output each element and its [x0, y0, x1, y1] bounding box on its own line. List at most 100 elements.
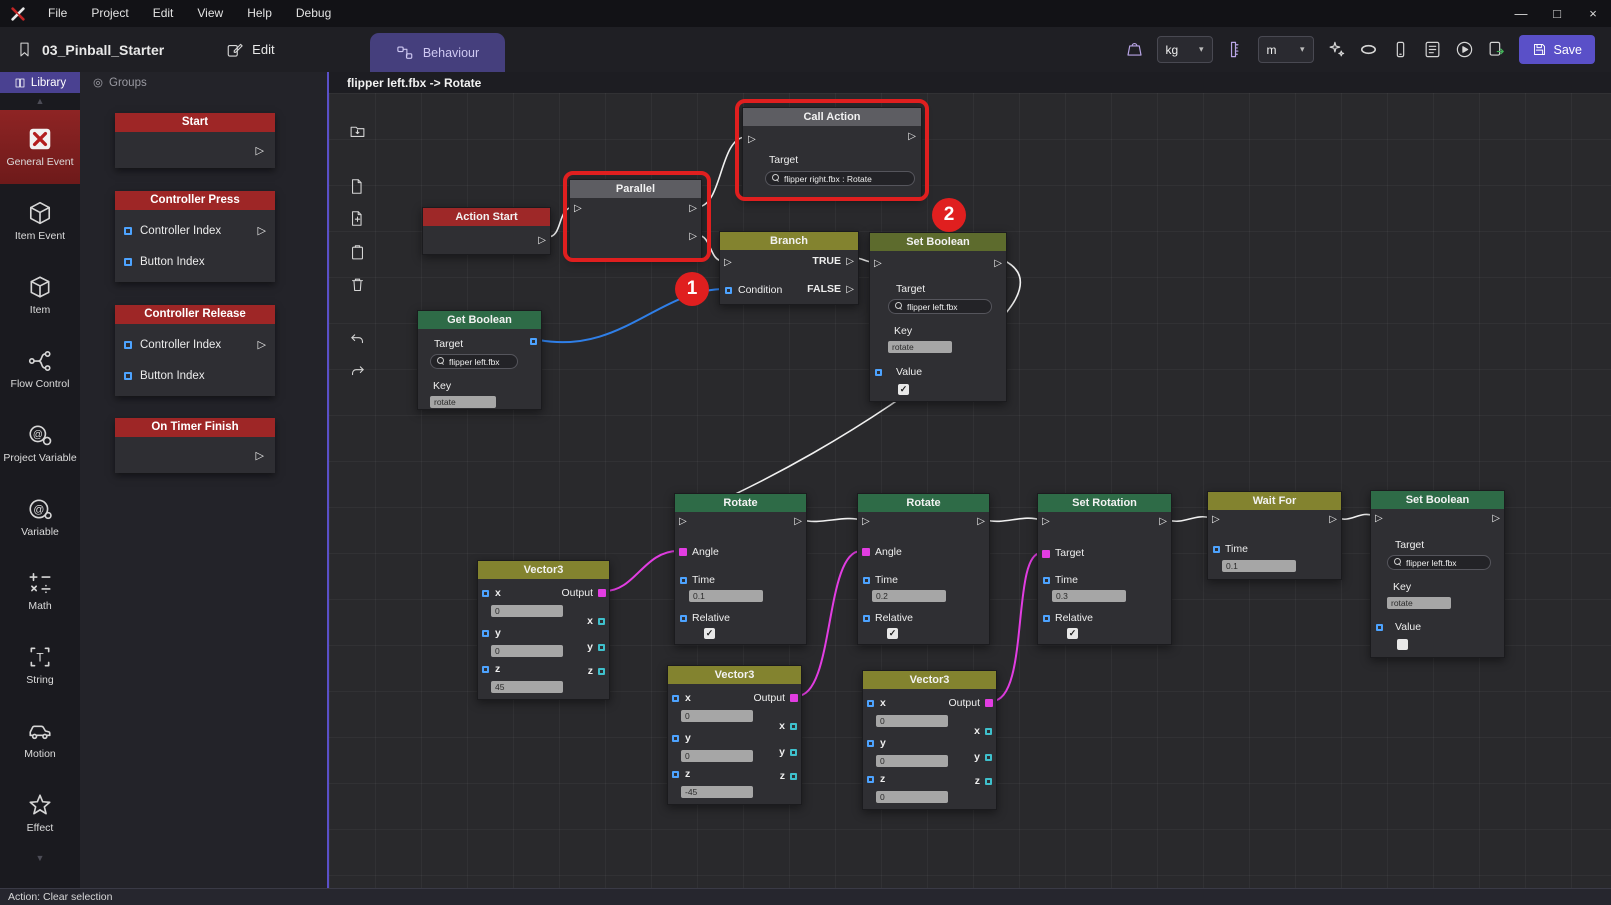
- relative-checkbox[interactable]: ✓: [887, 628, 898, 639]
- time-field[interactable]: 0.3: [1052, 590, 1126, 602]
- mass-unit-select[interactable]: kg ▾: [1157, 36, 1213, 63]
- sidebar-item-effect[interactable]: Effect: [0, 776, 80, 850]
- document-button[interactable]: [347, 176, 367, 196]
- data-pin[interactable]: [124, 341, 132, 349]
- tab-behaviour[interactable]: Behaviour: [370, 33, 505, 72]
- data-pin[interactable]: [124, 372, 132, 380]
- node-set-rotation[interactable]: Set Rotation ▷ ▷ Target Time 0.3 Relativ…: [1037, 493, 1172, 645]
- minimize-icon[interactable]: —: [1503, 0, 1539, 27]
- y-in-pin[interactable]: [672, 735, 679, 742]
- sidebar-item-general-event[interactable]: General Event: [0, 110, 80, 184]
- node-call-action[interactable]: Call Action ▷ ▷ Target flipper right.fbx…: [742, 107, 922, 199]
- output-pin[interactable]: [790, 694, 798, 702]
- sidebar-item-variable[interactable]: @ Variable: [0, 480, 80, 554]
- sidebar-item-item-event[interactable]: Item Event: [0, 184, 80, 258]
- scroll-down-icon[interactable]: ▼: [36, 850, 45, 867]
- x-field[interactable]: 0: [681, 710, 753, 722]
- link-icon[interactable]: [1359, 40, 1378, 59]
- key-field[interactable]: rotate: [888, 341, 952, 353]
- y-in-pin[interactable]: [867, 740, 874, 747]
- target-search-field[interactable]: flipper left.fbx: [430, 354, 518, 369]
- z-in-pin[interactable]: [867, 776, 874, 783]
- node-vector3-3[interactable]: Vector3 x 0 y 0 z 0 Output x y z: [862, 670, 997, 810]
- palette-node-controller-release[interactable]: Controller Release Controller Index ▷ Bu…: [115, 305, 275, 396]
- sparkle-icon[interactable]: [1327, 40, 1346, 59]
- menu-help[interactable]: Help: [235, 0, 284, 27]
- device-icon[interactable]: [1391, 40, 1410, 59]
- y-field[interactable]: 0: [876, 755, 948, 767]
- target-search-field[interactable]: flipper left.fbx: [888, 299, 992, 314]
- script-icon[interactable]: [1423, 40, 1442, 59]
- data-pin[interactable]: [124, 227, 132, 235]
- exec-out-pin[interactable]: ▷: [689, 232, 697, 242]
- exec-out-pin[interactable]: ▷: [689, 204, 697, 214]
- exec-in-pin[interactable]: ▷: [874, 259, 882, 269]
- y-field[interactable]: 0: [491, 645, 563, 657]
- time-pin[interactable]: [1213, 546, 1220, 553]
- exec-out-true-pin[interactable]: ▷: [846, 257, 854, 267]
- maximize-icon[interactable]: □: [1539, 0, 1575, 27]
- sidebar-item-item[interactable]: Item: [0, 258, 80, 332]
- x-out-pin[interactable]: [985, 728, 992, 735]
- menu-project[interactable]: Project: [79, 0, 140, 27]
- delete-button[interactable]: [347, 274, 367, 294]
- node-set-boolean-2[interactable]: Set Boolean ▷ ▷ Target flipper left.fbx …: [1370, 490, 1505, 658]
- relative-pin[interactable]: [1043, 615, 1050, 622]
- z-in-pin[interactable]: [672, 771, 679, 778]
- output-pin[interactable]: [598, 589, 606, 597]
- menu-view[interactable]: View: [185, 0, 235, 27]
- palette-node-start[interactable]: Start ▷: [115, 113, 275, 168]
- condition-pin[interactable]: [725, 287, 732, 294]
- output-pin[interactable]: [985, 699, 993, 707]
- value-checkbox[interactable]: [1397, 639, 1408, 650]
- y-out-pin[interactable]: [790, 749, 797, 756]
- node-parallel[interactable]: Parallel ▷ ▷ ▷: [569, 179, 702, 259]
- scroll-up-icon[interactable]: ▲: [36, 93, 45, 110]
- y-in-pin[interactable]: [482, 630, 489, 637]
- y-out-pin[interactable]: [598, 644, 605, 651]
- exec-out-pin[interactable]: ▷: [1159, 517, 1167, 527]
- target-pin[interactable]: [1042, 550, 1050, 558]
- node-wait-for[interactable]: Wait For ▷ ▷ Time 0.1: [1207, 491, 1342, 580]
- x-out-pin[interactable]: [790, 723, 797, 730]
- angle-pin[interactable]: [679, 548, 687, 556]
- time-pin[interactable]: [680, 577, 687, 584]
- save-button[interactable]: Save: [1519, 35, 1596, 64]
- node-vector3-2[interactable]: Vector3 x 0 y 0 z -45 Output x y z: [667, 665, 802, 805]
- menu-debug[interactable]: Debug: [284, 0, 343, 27]
- exec-out-pin[interactable]: ▷: [994, 259, 1002, 269]
- z-field[interactable]: 0: [876, 791, 948, 803]
- export-icon[interactable]: [1487, 40, 1506, 59]
- sidebar-item-motion[interactable]: Motion: [0, 702, 80, 776]
- value-pin[interactable]: [1376, 624, 1383, 631]
- z-out-pin[interactable]: [598, 668, 605, 675]
- exec-out-pin[interactable]: ▷: [538, 236, 546, 246]
- x-in-pin[interactable]: [867, 700, 874, 707]
- time-pin[interactable]: [1043, 577, 1050, 584]
- node-vector3-1[interactable]: Vector3 x 0 y 0 z 45 Output x y z: [477, 560, 610, 700]
- y-field[interactable]: 0: [681, 750, 753, 762]
- exec-out-false-pin[interactable]: ▷: [846, 285, 854, 295]
- exec-in-pin[interactable]: ▷: [724, 258, 732, 268]
- palette-node-on-timer-finish[interactable]: On Timer Finish ▷: [115, 418, 275, 473]
- relative-pin[interactable]: [680, 615, 687, 622]
- time-field[interactable]: 0.1: [689, 590, 763, 602]
- z-field[interactable]: 45: [491, 681, 563, 693]
- time-field[interactable]: 0.2: [872, 590, 946, 602]
- node-action-start[interactable]: Action Start ▷: [422, 207, 551, 255]
- target-search-field[interactable]: flipper left.fbx: [1387, 555, 1491, 570]
- sidebar-item-flow-control[interactable]: Flow Control: [0, 332, 80, 406]
- node-canvas[interactable]: Action Start ▷ Parallel ▷ ▷ ▷ Call Actio…: [327, 93, 1611, 888]
- exec-out-pin[interactable]: ▷: [1492, 514, 1500, 524]
- import-button[interactable]: [347, 121, 367, 141]
- exec-in-pin[interactable]: ▷: [862, 517, 870, 527]
- target-search-field[interactable]: flipper right.fbx : Rotate: [765, 171, 915, 186]
- exec-in-pin[interactable]: ▷: [1042, 517, 1050, 527]
- exec-out-pin[interactable]: ▷: [1329, 515, 1337, 525]
- paste-button[interactable]: [347, 242, 367, 262]
- key-field[interactable]: rotate: [430, 396, 496, 408]
- sidebar-item-project-variable[interactable]: @ Project Variable: [0, 406, 80, 480]
- exec-out-pin[interactable]: ▷: [977, 517, 985, 527]
- bool-out-pin[interactable]: [530, 338, 537, 345]
- x-out-pin[interactable]: [598, 618, 605, 625]
